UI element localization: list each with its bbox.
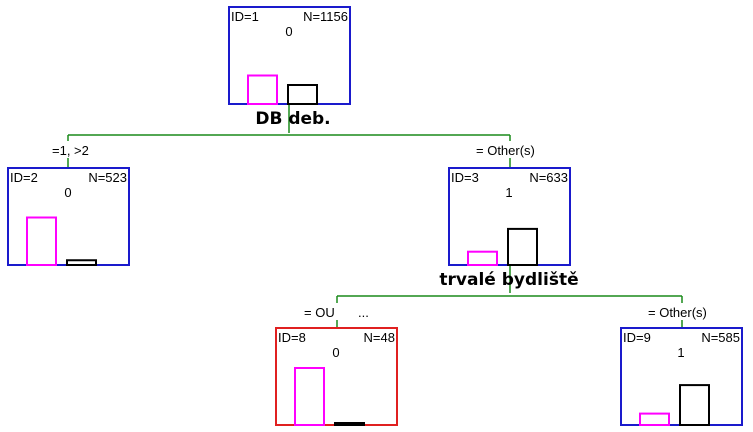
tree-node[interactable]: ID=2 N=523 0 xyxy=(7,167,130,266)
class-1-bar xyxy=(334,422,365,426)
node-count-label: N=633 xyxy=(529,170,568,185)
node-box[interactable] xyxy=(620,327,743,426)
node-id-label: ID=8 xyxy=(278,330,306,345)
node-box[interactable] xyxy=(275,327,398,426)
node-count-label: N=523 xyxy=(88,170,127,185)
split-connector-1: DB deb. =1, >2 = Other(s) xyxy=(52,104,535,167)
node-id-label: ID=2 xyxy=(10,170,38,185)
class-1-bar xyxy=(679,384,710,427)
node-prediction-label: 1 xyxy=(505,185,512,200)
tree-node[interactable]: ID=1 N=1156 0 xyxy=(228,6,351,105)
tree-node[interactable]: ID=3 N=633 1 xyxy=(448,167,571,266)
class-1-bar xyxy=(66,259,97,266)
class-0-bar xyxy=(294,367,325,426)
node-count-label: N=48 xyxy=(364,330,395,345)
node-id-label: ID=1 xyxy=(231,9,259,24)
node-prediction-label: 1 xyxy=(677,345,684,360)
class-0-bar xyxy=(26,216,57,266)
node-count-label: N=585 xyxy=(701,330,740,345)
class-0-bar xyxy=(247,74,278,105)
tree-node[interactable]: ID=8 N=48 0 xyxy=(275,327,398,426)
branch-label-right: = Other(s) xyxy=(648,305,707,320)
class-0-bar xyxy=(639,412,670,427)
split-variable-label: DB deb. xyxy=(255,109,330,129)
split-connector-3: trvalé bydliště = OU ... = Other(s) xyxy=(304,264,707,328)
class-1-bar xyxy=(507,227,538,266)
tree-node[interactable]: ID=9 N=585 1 xyxy=(620,327,743,427)
split-variable-label: trvalé bydliště xyxy=(439,270,578,290)
node-id-label: ID=9 xyxy=(623,330,651,345)
node-prediction-label: 0 xyxy=(332,345,339,360)
node-prediction-label: 0 xyxy=(285,24,292,39)
node-id-label: ID=3 xyxy=(451,170,479,185)
node-prediction-label: 0 xyxy=(64,185,71,200)
class-1-bar xyxy=(287,84,318,105)
node-count-label: N=1156 xyxy=(303,9,348,24)
branch-label-left: = OU xyxy=(304,305,335,320)
branch-label-ellipsis: ... xyxy=(358,305,369,320)
branch-label-left: =1, >2 xyxy=(52,143,89,158)
class-0-bar xyxy=(467,250,498,266)
branch-label-right: = Other(s) xyxy=(476,143,535,158)
node-box[interactable] xyxy=(228,6,351,105)
